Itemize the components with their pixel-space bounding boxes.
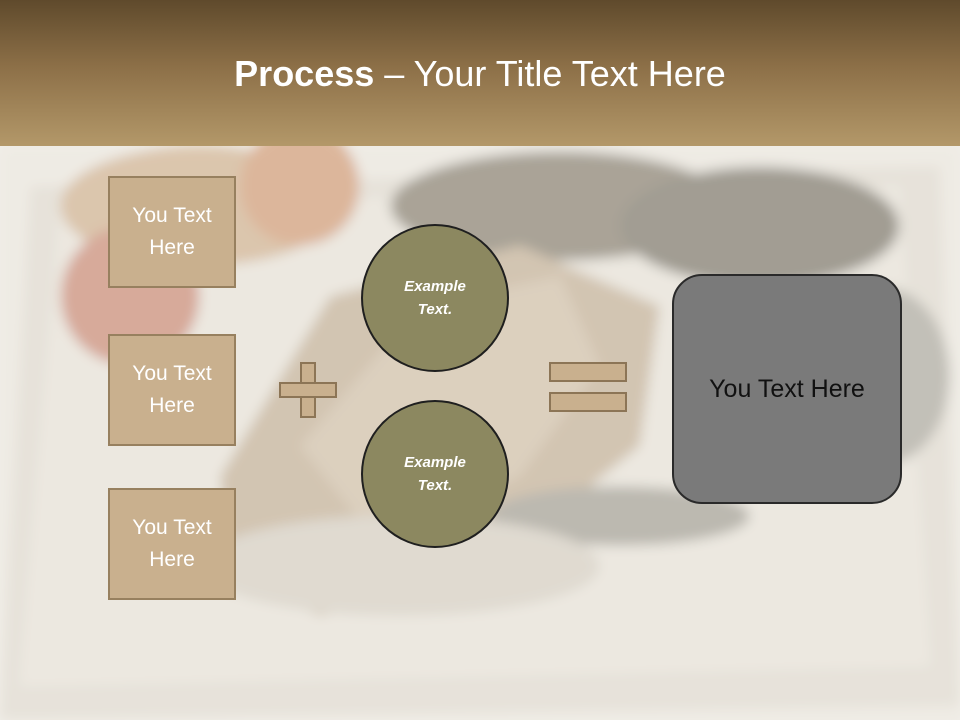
title-rest: Your Title Text Here (413, 53, 726, 94)
text-box-2: You Text Here (108, 334, 236, 446)
text-box-1: You Text Here (108, 176, 236, 288)
title-separator: – (374, 53, 414, 94)
example-circle-1: Example Text. (361, 224, 509, 372)
slide-title: Process – Your Title Text Here (0, 52, 960, 96)
plus-sign (279, 362, 339, 420)
title-bold-part: Process (234, 53, 375, 94)
example-circle-2: Example Text. (361, 400, 509, 548)
result-box: You Text Here (672, 274, 902, 504)
title-band: Process – Your Title Text Here (0, 0, 960, 146)
text-box-3: You Text Here (108, 488, 236, 600)
equals-sign (549, 362, 627, 414)
